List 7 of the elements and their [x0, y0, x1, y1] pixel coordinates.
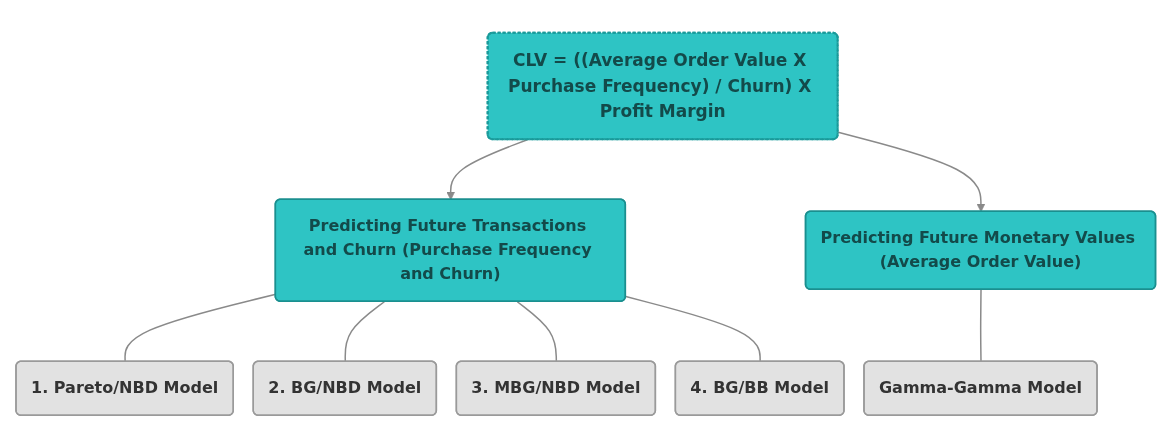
connector: [516, 301, 558, 363]
connector: [344, 301, 386, 363]
connector: [980, 289, 982, 363]
connector: [124, 293, 277, 363]
arrow: [446, 139, 529, 201]
connector: [625, 295, 762, 363]
arrow: [837, 131, 986, 213]
